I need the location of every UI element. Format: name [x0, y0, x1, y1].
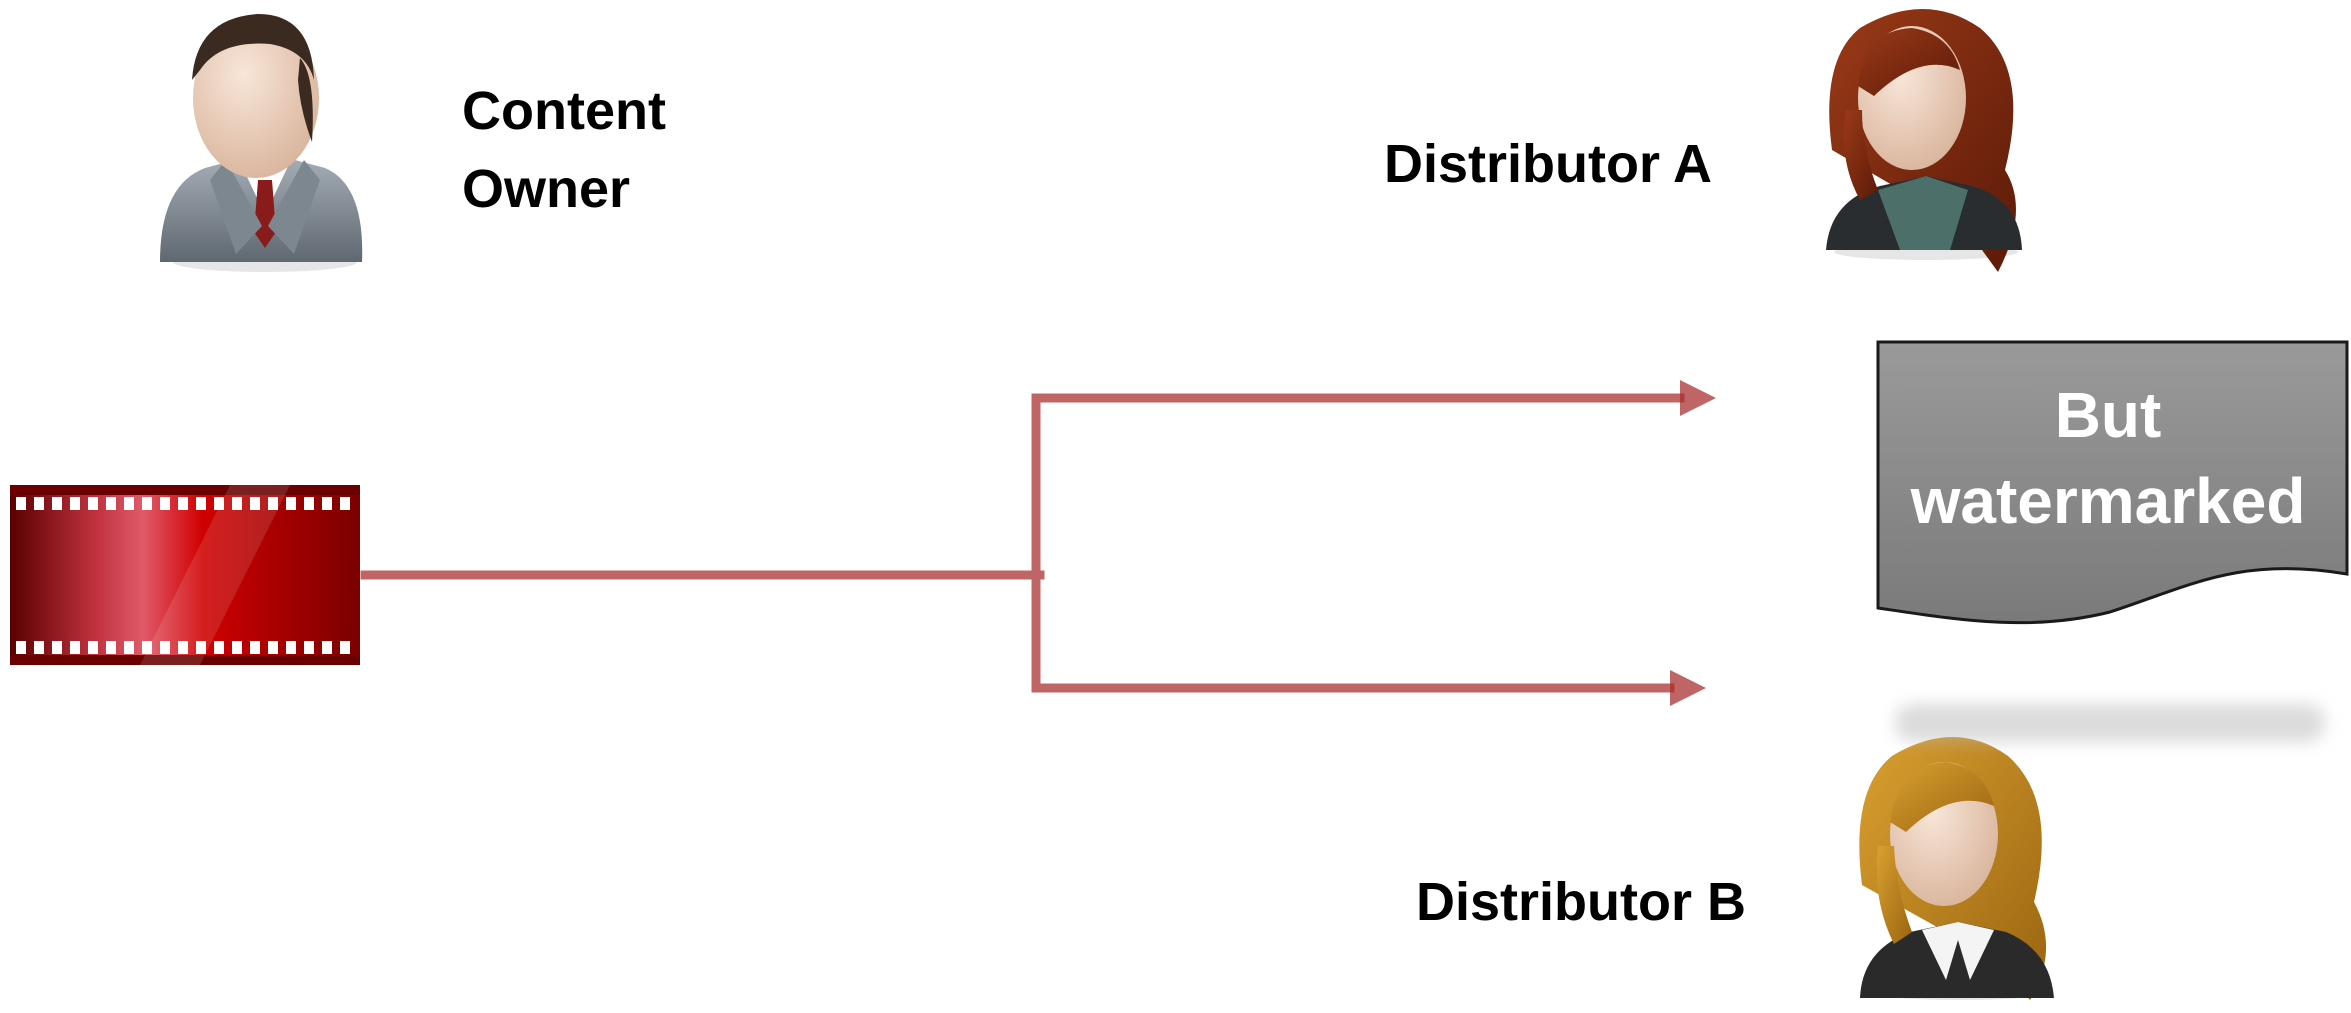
sprocket-hole — [70, 641, 80, 654]
sprocket-hole — [196, 641, 206, 654]
sprocket-hole — [286, 641, 296, 654]
female-person-red-hair-icon — [1826, 9, 2022, 272]
sprocket-hole — [214, 641, 224, 654]
sprocket-hole — [232, 641, 242, 654]
sprocket-hole — [106, 497, 116, 510]
sprocket-hole — [322, 641, 332, 654]
distributor-a-label: Distributor A — [1384, 134, 1712, 194]
content-owner-label-line: Owner — [462, 159, 631, 219]
watermark-callout-text: But watermarked — [1874, 372, 2342, 544]
arrowhead-a — [1680, 380, 1716, 416]
sprocket-hole — [16, 497, 26, 510]
sprocket-hole — [268, 497, 278, 510]
sprocket-hole — [16, 641, 26, 654]
sprocket-hole — [178, 497, 188, 510]
sprocket-hole — [340, 641, 350, 654]
sprocket-hole — [124, 641, 134, 654]
film-strip-icon — [10, 485, 360, 665]
sprocket-hole — [142, 497, 152, 510]
sprocket-hole — [34, 641, 44, 654]
sprocket-hole — [340, 497, 350, 510]
sprocket-hole — [70, 497, 80, 510]
sprocket-hole — [250, 641, 260, 654]
content-owner-label: Content Owner — [462, 72, 666, 228]
sprocket-hole — [34, 497, 44, 510]
sprocket-hole — [106, 641, 116, 654]
arrowhead-b — [1670, 670, 1706, 706]
sprocket-hole — [160, 497, 170, 510]
sprocket-hole — [124, 497, 134, 510]
branch-line-b — [1031, 570, 1675, 693]
sprocket-hole — [196, 497, 206, 510]
callout-reflection — [1895, 704, 2325, 742]
branch-line-a — [1031, 393, 1685, 580]
sprocket-hole — [286, 497, 296, 510]
sprocket-hole — [160, 641, 170, 654]
sprocket-hole — [88, 497, 98, 510]
male-person-icon — [160, 14, 363, 272]
distributor-b-label: Distributor B — [1416, 872, 1746, 932]
sprocket-hole — [178, 641, 188, 654]
callout-line: watermarked — [1910, 465, 2306, 537]
sprocket-hole — [88, 641, 98, 654]
sprocket-hole — [52, 497, 62, 510]
sprocket-hole — [304, 497, 314, 510]
sprocket-hole — [142, 641, 152, 654]
sprocket-hole — [304, 641, 314, 654]
sprocket-hole — [214, 497, 224, 510]
sprocket-hole — [232, 497, 242, 510]
sprocket-hole — [250, 497, 260, 510]
sprocket-hole — [322, 497, 332, 510]
connector-arrows — [360, 393, 1685, 693]
watermark-callout-shape — [1876, 340, 2349, 742]
sprocket-hole — [52, 641, 62, 654]
content-owner-label-line: Content — [462, 81, 666, 141]
sprocket-hole — [268, 641, 278, 654]
callout-line: But — [2054, 379, 2162, 451]
female-person-blonde-hair-icon — [1859, 737, 2054, 1000]
